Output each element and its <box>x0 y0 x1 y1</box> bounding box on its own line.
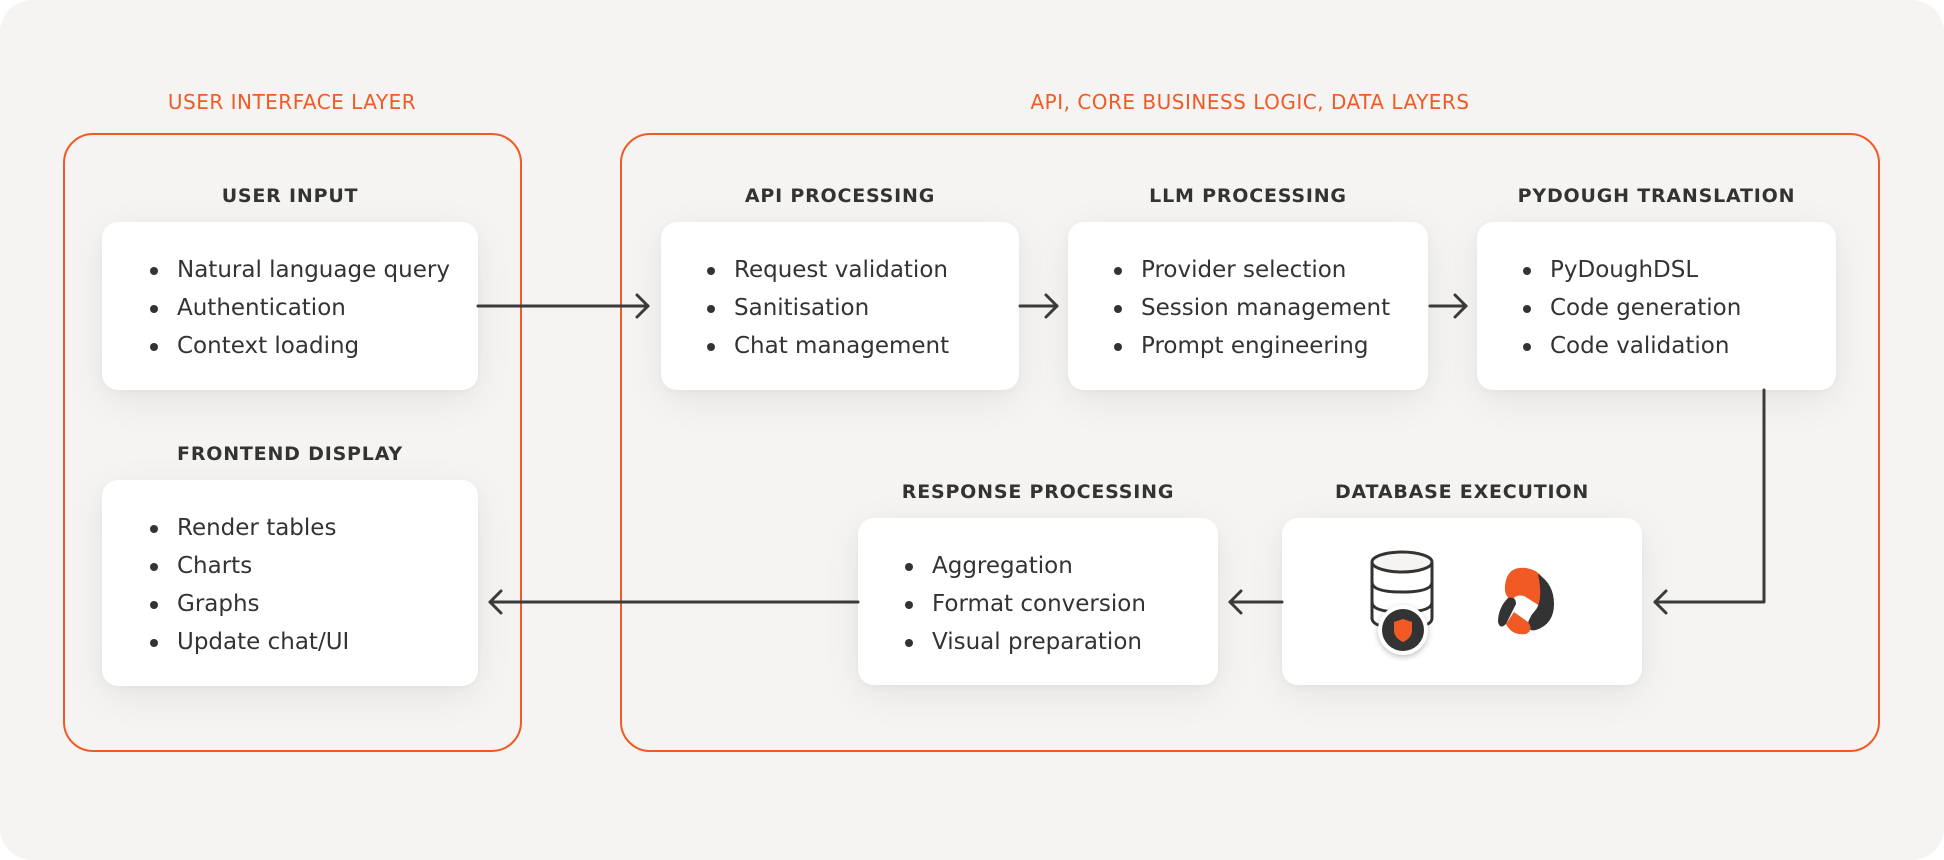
frontend-display-title: FRONTEND DISPLAY <box>177 443 403 465</box>
pydough-logo-icon <box>1498 567 1554 635</box>
list-item: Sanitisation <box>707 289 949 327</box>
secure-database-icon <box>1370 550 1434 655</box>
ui-layer-box <box>63 133 522 752</box>
frontend-display-list: Render tables Charts Graphs Update chat/… <box>150 509 349 661</box>
list-item: Provider selection <box>1114 251 1390 289</box>
ui-layer-label: USER INTERFACE LAYER <box>167 90 417 114</box>
list-item: Chat management <box>707 327 949 365</box>
pydough-translation-title: PYDOUGH TRANSLATION <box>1517 185 1796 207</box>
list-item: Update chat/UI <box>150 623 349 661</box>
response-processing-card: Aggregation Format conversion Visual pre… <box>858 518 1218 685</box>
api-processing-list: Request validation Sanitisation Chat man… <box>707 251 949 365</box>
database-execution-title: DATABASE EXECUTION <box>1334 481 1590 503</box>
api-processing-title: API PROCESSING <box>744 185 936 207</box>
shield-icon <box>1394 619 1412 642</box>
api-processing-card: Request validation Sanitisation Chat man… <box>661 222 1019 390</box>
api-layer-label: API, CORE BUSINESS LOGIC, DATA LAYERS <box>1030 90 1470 114</box>
list-item: Context loading <box>150 327 450 365</box>
api-layer-box <box>620 133 1880 752</box>
list-item: Aggregation <box>905 547 1146 585</box>
list-item: Natural language query <box>150 251 450 289</box>
database-execution-card <box>1282 518 1642 685</box>
list-item: PyDoughDSL <box>1523 251 1741 289</box>
response-processing-title: RESPONSE PROCESSING <box>901 481 1175 503</box>
llm-processing-title: LLM PROCESSING <box>1149 185 1347 207</box>
pydough-translation-card: PyDoughDSL Code generation Code validati… <box>1477 222 1836 390</box>
response-processing-list: Aggregation Format conversion Visual pre… <box>905 547 1146 661</box>
list-item: Request validation <box>707 251 949 289</box>
list-item: Render tables <box>150 509 349 547</box>
list-item: Graphs <box>150 585 349 623</box>
list-item: Code validation <box>1523 327 1741 365</box>
list-item: Format conversion <box>905 585 1146 623</box>
llm-processing-list: Provider selection Session management Pr… <box>1114 251 1390 365</box>
list-item: Code generation <box>1523 289 1741 327</box>
user-input-card: Natural language query Authentication Co… <box>102 222 478 390</box>
list-item: Session management <box>1114 289 1390 327</box>
list-item: Visual preparation <box>905 623 1146 661</box>
user-input-list: Natural language query Authentication Co… <box>150 251 450 365</box>
pydough-translation-list: PyDoughDSL Code generation Code validati… <box>1523 251 1741 365</box>
list-item: Prompt engineering <box>1114 327 1390 365</box>
list-item: Charts <box>150 547 349 585</box>
list-item: Authentication <box>150 289 450 327</box>
frontend-display-card: Render tables Charts Graphs Update chat/… <box>102 480 478 686</box>
llm-processing-card: Provider selection Session management Pr… <box>1068 222 1428 390</box>
user-input-title: USER INPUT <box>221 185 359 207</box>
